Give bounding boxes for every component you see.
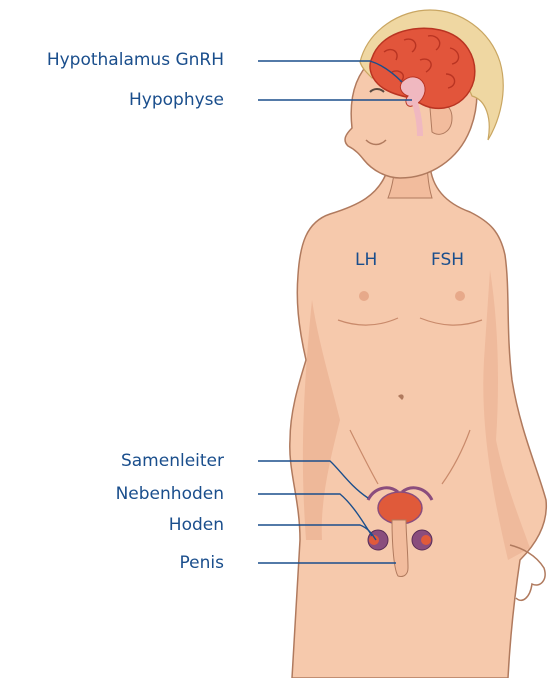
left-nipple: [359, 291, 369, 301]
label-fsh: FSH: [431, 250, 464, 270]
label-penis: Penis: [10, 553, 224, 573]
right-epididymis: [421, 535, 431, 545]
label-hypothalamus: Hypothalamus GnRH: [10, 50, 224, 70]
label-hypophyse: Hypophyse: [10, 90, 224, 110]
right-nipple: [455, 291, 465, 301]
label-hoden: Hoden: [10, 515, 224, 535]
body-figure: [290, 10, 547, 678]
label-lh: LH: [355, 250, 377, 270]
bladder: [378, 492, 422, 524]
label-samenleiter: Samenleiter: [10, 451, 224, 471]
label-nebenhoden: Nebenhoden: [10, 484, 224, 504]
